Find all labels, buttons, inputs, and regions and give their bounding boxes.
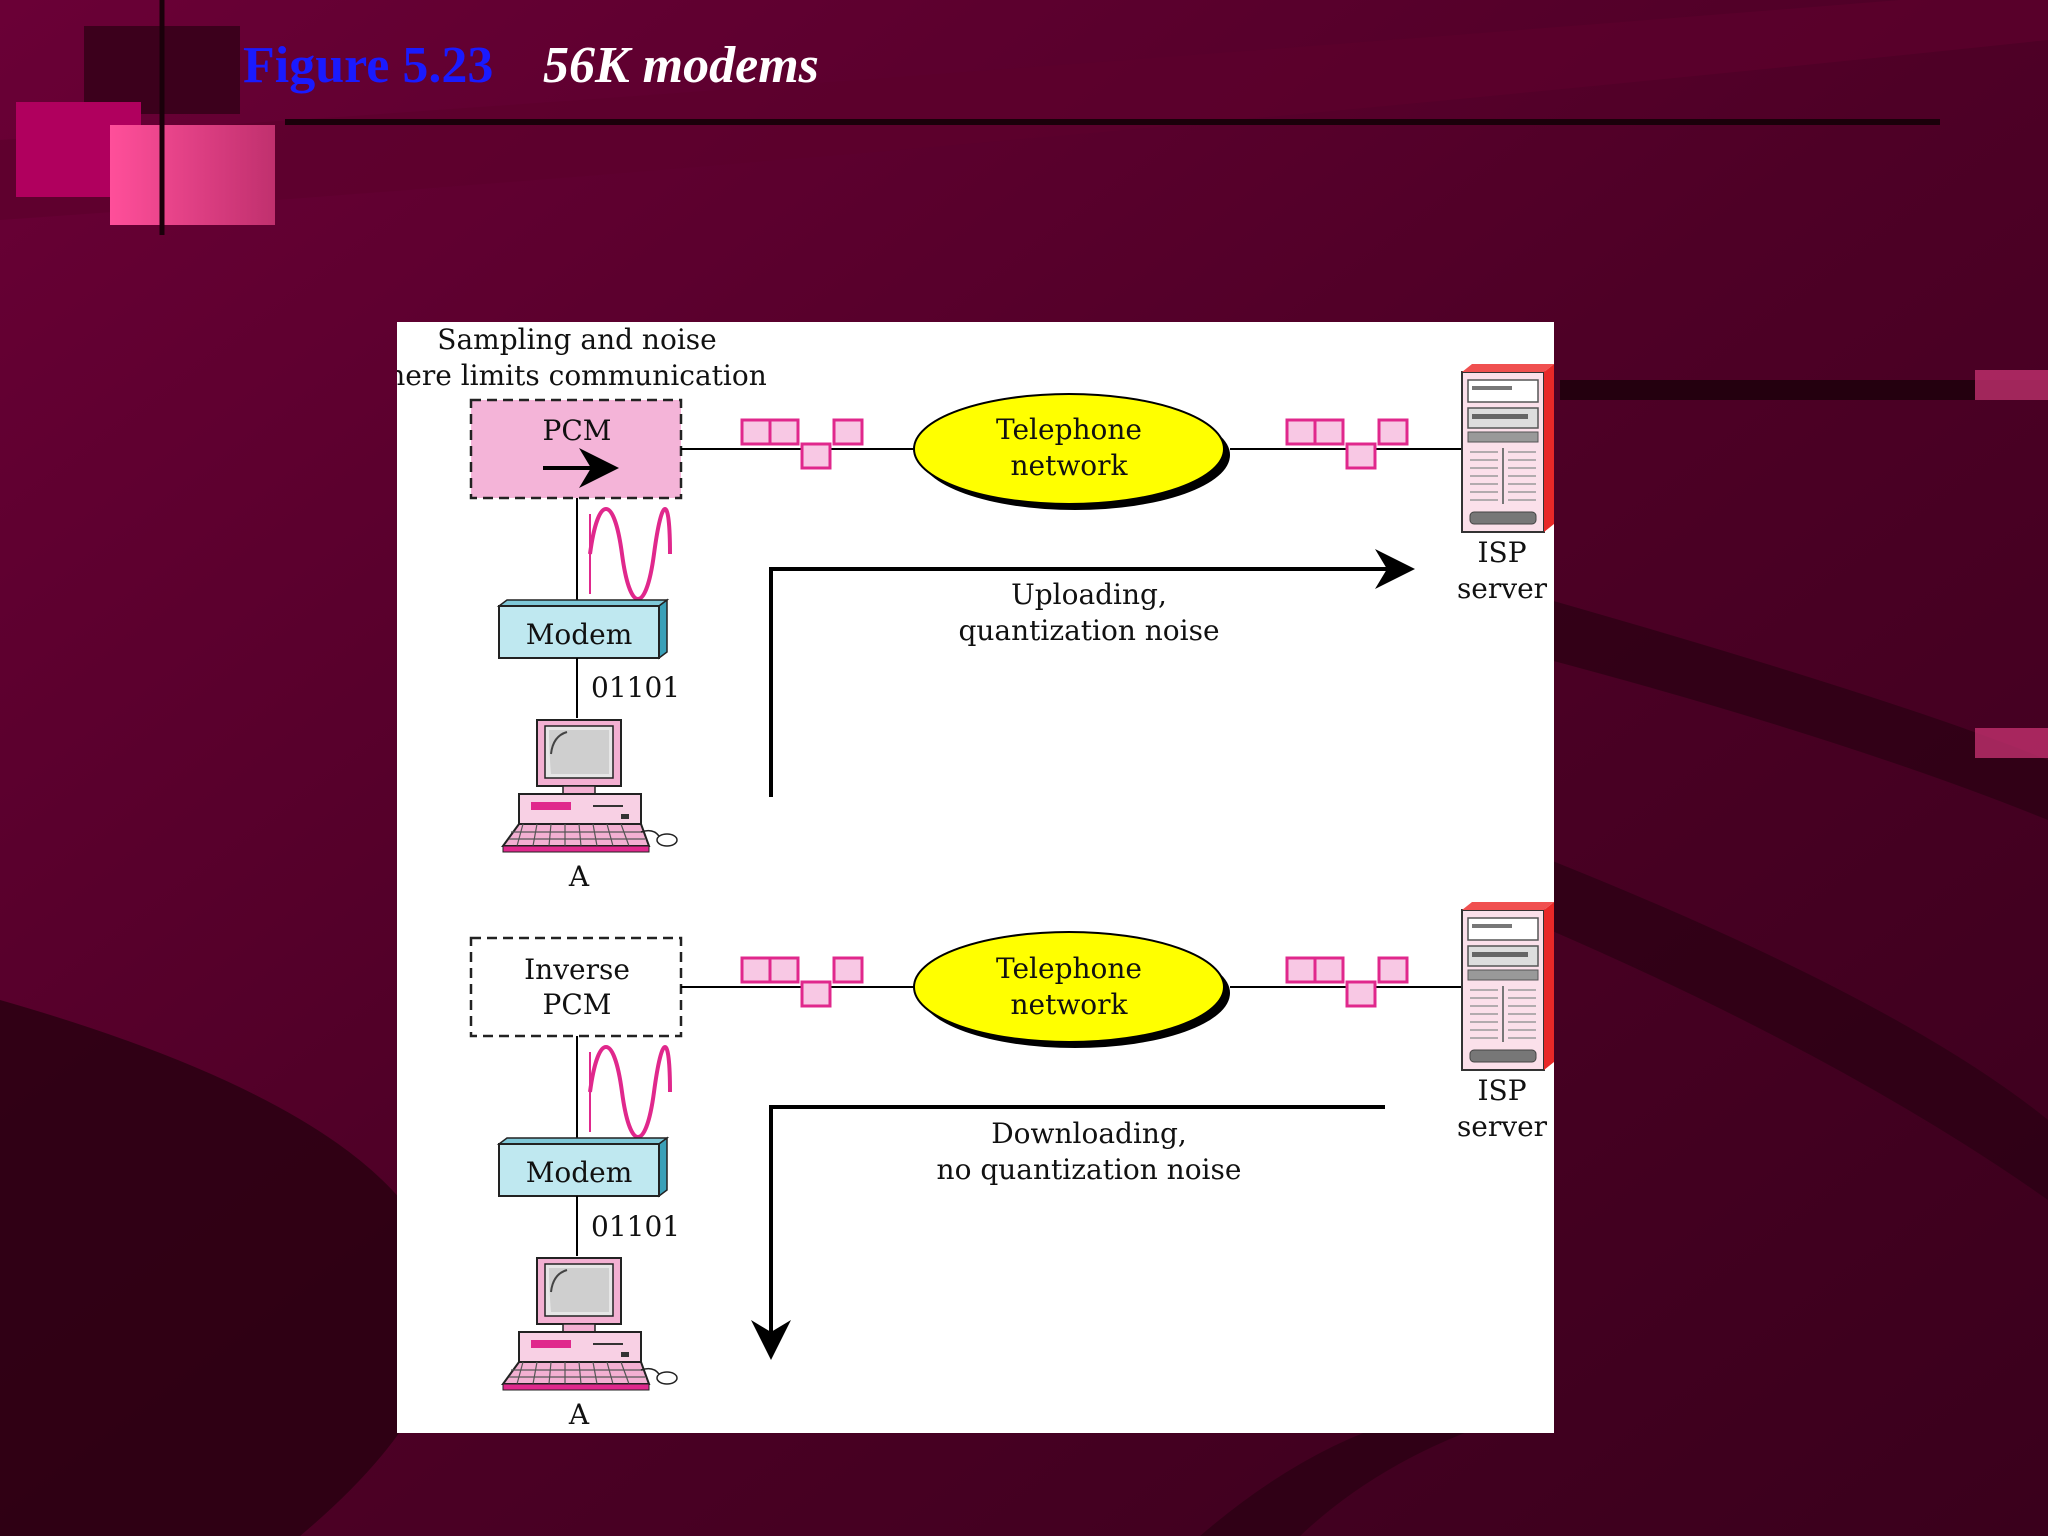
server-label-line1: ISP	[1477, 536, 1526, 569]
upload-direction-arrow	[769, 549, 1415, 797]
telephone-network-ellipse	[913, 393, 1225, 505]
figure-number: Figure 5.23	[243, 37, 494, 94]
isp-server-icon	[1461, 363, 1554, 533]
computer-label: A	[568, 860, 590, 893]
download-direction-arrow	[751, 1105, 1385, 1360]
isp-server-icon	[1461, 901, 1554, 1071]
upload-direction-line2: quantization noise	[958, 614, 1219, 647]
pcm-annotation-line1: Sampling and noise	[437, 323, 716, 356]
figure-title: 56K modems	[543, 37, 819, 94]
modem-box	[498, 1143, 660, 1197]
download-direction-line1: Downloading,	[991, 1117, 1187, 1150]
modem-diagram: Sampling and noise here limits communica…	[397, 322, 1554, 1433]
modem-box	[498, 605, 660, 659]
pcm-annotation-line2: here limits communication	[397, 359, 767, 392]
pcm-box	[469, 398, 683, 500]
bit-sequence: 01101	[591, 671, 680, 704]
bit-sequence: 01101	[591, 1210, 680, 1243]
computer-label: A	[568, 1398, 590, 1431]
network-label-line1: Telephone	[996, 413, 1142, 446]
download-panel: Inverse PCM Telephone network ISP server…	[469, 901, 1554, 1431]
pcm-label: PCM	[543, 414, 612, 447]
upload-panel: Sampling and noise here limits communica…	[397, 323, 1554, 893]
network-label-line1: Telephone	[996, 952, 1142, 985]
inverse-pcm-label-line2: PCM	[543, 988, 612, 1021]
network-label-line2: network	[1010, 449, 1128, 482]
server-label-line2: server	[1457, 572, 1548, 605]
download-direction-line2: no quantization noise	[937, 1153, 1242, 1186]
server-label-line2: server	[1457, 1110, 1548, 1143]
upload-direction-line1: Uploading,	[1011, 578, 1167, 611]
telephone-network-ellipse	[913, 931, 1225, 1043]
modem-label: Modem	[526, 1156, 633, 1189]
inverse-pcm-box	[469, 936, 683, 1038]
inverse-pcm-label-line1: Inverse	[524, 953, 630, 986]
network-label-line2: network	[1010, 988, 1128, 1021]
modem-label: Modem	[526, 618, 633, 651]
server-label-line1: ISP	[1477, 1074, 1526, 1107]
